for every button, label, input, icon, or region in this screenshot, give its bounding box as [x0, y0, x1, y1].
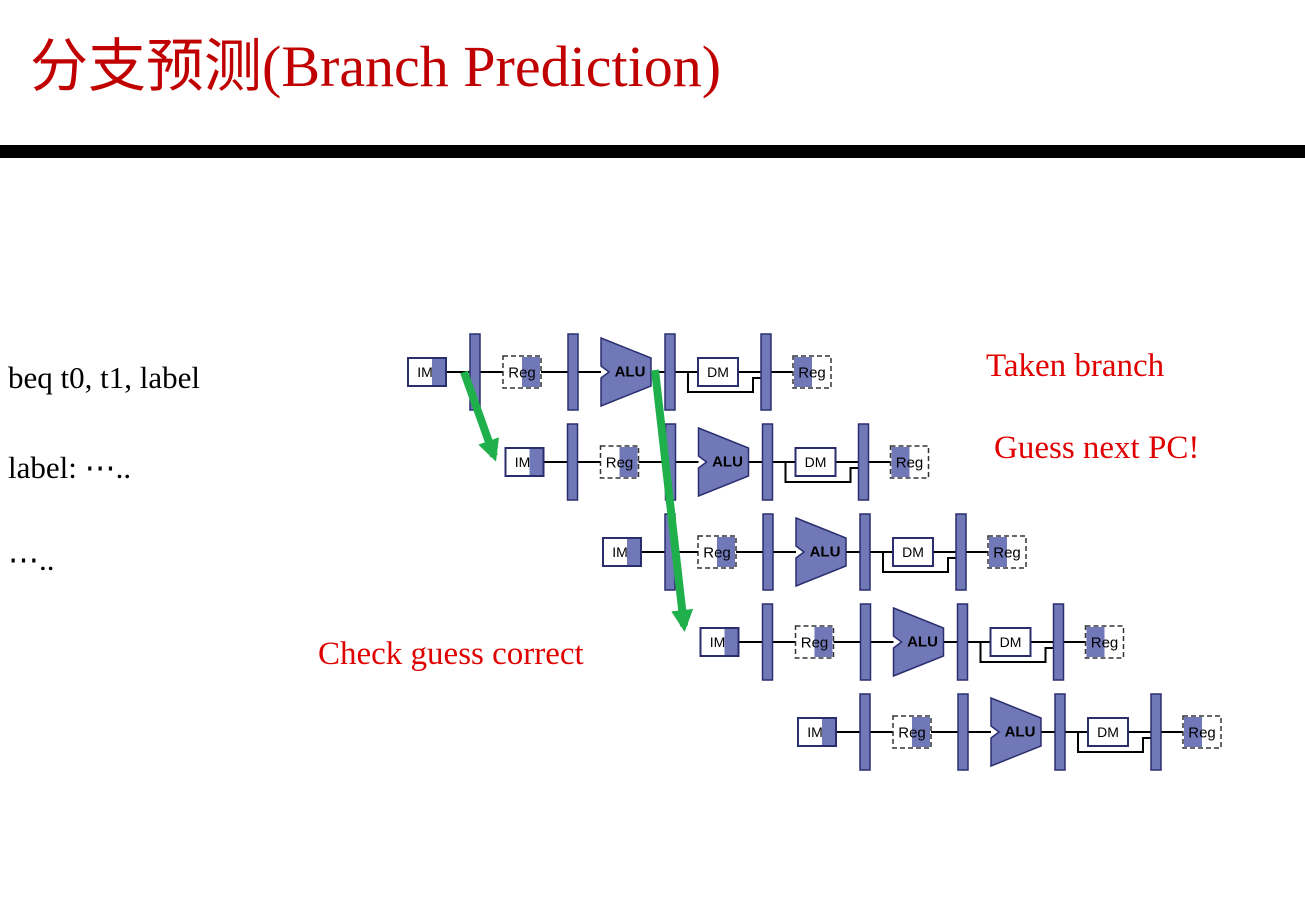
- reg-write-fill: [794, 357, 812, 387]
- dm-bypass-wire: [687, 372, 761, 393]
- pipeline-register: [859, 603, 872, 681]
- alu-shape: [795, 516, 847, 588]
- reg-label: Reg: [798, 365, 826, 382]
- pipeline-row: IM Reg ALU DM Reg: [699, 603, 1125, 681]
- pipeline-row: IM Reg ALU DM Reg: [407, 333, 832, 411]
- pipeline-register: [1054, 693, 1066, 771]
- pipeline-register: [957, 693, 969, 771]
- pipeline-register: [859, 693, 871, 771]
- im-read-fill: [432, 359, 445, 385]
- check-guess-note: Check guess correct: [318, 636, 584, 672]
- reg-write-fill: [1184, 717, 1202, 747]
- dm-box: [892, 537, 934, 567]
- pipeline-register: [761, 423, 774, 501]
- dm-box: [989, 627, 1032, 657]
- reg-label: Reg: [1188, 725, 1216, 742]
- reg-label: Reg: [606, 455, 634, 472]
- reg-read-fill: [814, 627, 833, 657]
- dm-box: [794, 447, 837, 477]
- reg-label: Reg: [703, 545, 731, 562]
- im-read-fill: [822, 719, 835, 745]
- pipeline-register: [1150, 693, 1162, 771]
- im-label: IM: [612, 544, 628, 560]
- reg-label: Reg: [801, 635, 829, 652]
- dm-label: DM: [902, 544, 924, 560]
- pipeline-register: [762, 513, 774, 591]
- alu-label: ALU: [907, 634, 938, 651]
- guess-arrow-short: [460, 370, 499, 462]
- alu-label: ALU: [1005, 724, 1036, 741]
- pipeline-register: [1052, 603, 1065, 681]
- reg-read-fill: [522, 357, 540, 387]
- im-read-fill: [529, 449, 543, 475]
- alu-shape: [892, 606, 945, 678]
- title-divider: [0, 145, 1305, 158]
- pipeline-register: [955, 513, 967, 591]
- pipeline-register: [761, 603, 774, 681]
- im-label: IM: [515, 454, 531, 470]
- alu-shape: [990, 696, 1042, 768]
- dm-bypass-wire: [784, 462, 859, 483]
- alu-label: ALU: [615, 364, 646, 381]
- dm-bypass-wire: [979, 642, 1054, 663]
- page-title: 分支预测(Branch Prediction): [30, 34, 722, 99]
- dm-bypass-wire: [1077, 732, 1151, 753]
- guess-next-pc-note: Guess next PC!: [994, 430, 1200, 466]
- pipeline-register: [956, 603, 969, 681]
- pipeline-register: [567, 333, 579, 411]
- pipeline-row: IM Reg ALU DM Reg: [602, 513, 1027, 591]
- alu-label: ALU: [810, 544, 841, 561]
- guess-arrow-long: [651, 369, 694, 632]
- dm-label: DM: [805, 454, 827, 470]
- reg-read-fill: [619, 447, 638, 477]
- code-line-ellipsis: ⋯..: [8, 542, 55, 577]
- reg-label: Reg: [896, 455, 924, 472]
- im-read-fill: [627, 539, 640, 565]
- pipeline-register: [857, 423, 870, 501]
- im-label: IM: [710, 634, 726, 650]
- im-label: IM: [417, 364, 433, 380]
- taken-branch-note: Taken branch: [986, 348, 1165, 384]
- dm-label: DM: [707, 364, 729, 380]
- pipeline-register: [859, 513, 871, 591]
- reg-write-fill: [989, 537, 1007, 567]
- pipeline-register: [664, 333, 676, 411]
- pipeline-row: IM Reg ALU DM Reg: [504, 423, 930, 501]
- alu-shape: [600, 336, 652, 408]
- code-line-label: label: ⋯..: [8, 450, 132, 485]
- dm-label: DM: [1000, 634, 1022, 650]
- reg-write-fill: [891, 447, 910, 477]
- pipeline-register: [760, 333, 772, 411]
- reg-label: Reg: [898, 725, 926, 742]
- alu-label: ALU: [712, 454, 743, 471]
- reg-label: Reg: [993, 545, 1021, 562]
- alu-shape: [697, 426, 750, 498]
- reg-label: Reg: [1091, 635, 1119, 652]
- code-line-beq: beq t0, t1, label: [8, 360, 200, 395]
- reg-label: Reg: [508, 365, 536, 382]
- reg-read-fill: [717, 537, 735, 567]
- pipeline-row: IM Reg ALU DM Reg: [797, 693, 1222, 771]
- dm-bypass-wire: [882, 552, 956, 573]
- pipeline-register: [566, 423, 579, 501]
- im-read-fill: [724, 629, 738, 655]
- dm-box: [1087, 717, 1129, 747]
- im-label: IM: [807, 724, 823, 740]
- dm-box: [697, 357, 739, 387]
- dm-label: DM: [1097, 724, 1119, 740]
- reg-write-fill: [1086, 627, 1105, 657]
- reg-read-fill: [912, 717, 930, 747]
